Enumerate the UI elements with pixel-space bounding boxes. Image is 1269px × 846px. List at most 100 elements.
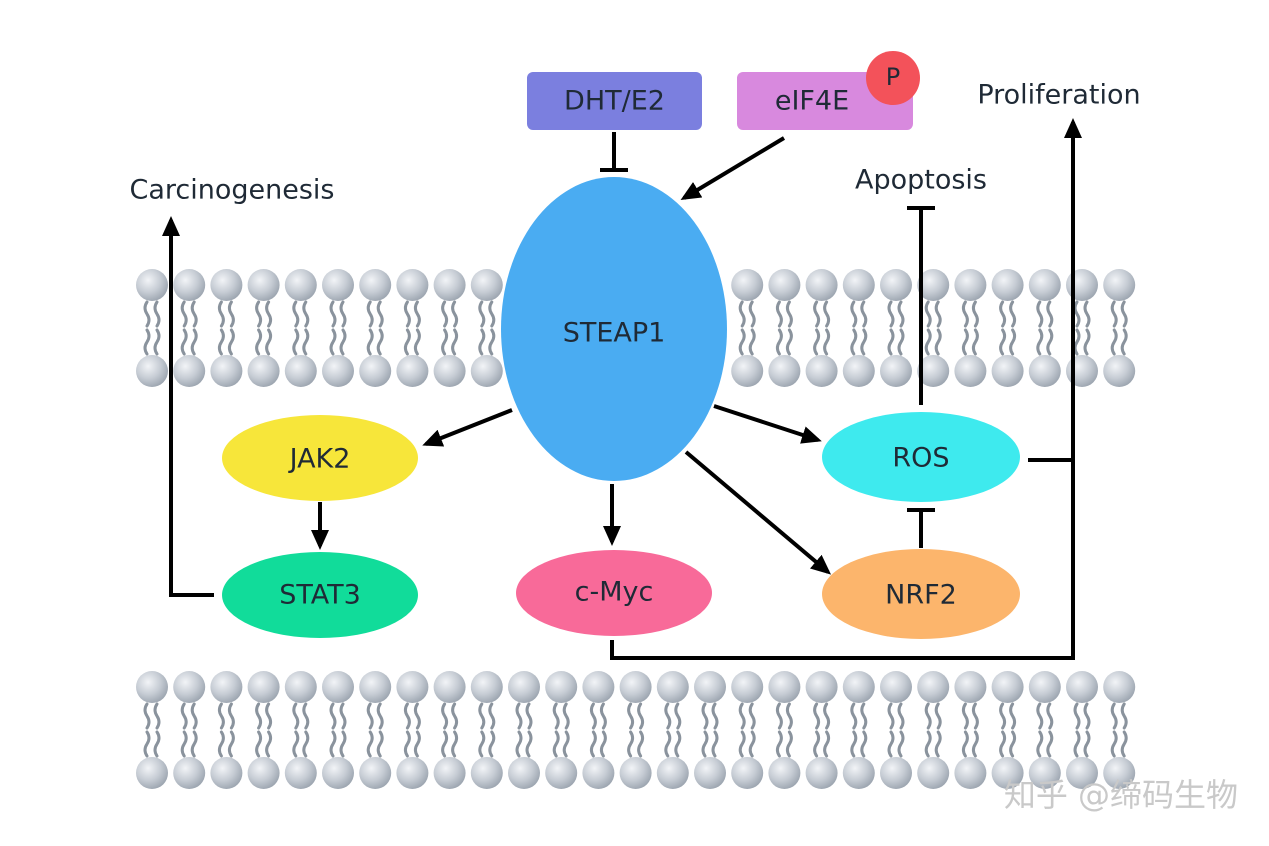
node-eif4e: eIF4E P: [737, 51, 920, 130]
lipid-tail: [451, 702, 459, 730]
lipid-tail: [413, 300, 421, 328]
upper-lipid-bilayer: [136, 269, 1136, 387]
lipid-tail: [255, 730, 263, 758]
lipid-tail: [1036, 730, 1044, 758]
lipid-head: [582, 671, 615, 703]
lipid-tail: [1083, 300, 1091, 328]
lipid-tail: [515, 730, 523, 758]
lipid-tail: [961, 300, 969, 328]
steap1-ellipse: [501, 177, 727, 481]
lipid-tail: [1110, 300, 1118, 328]
lipid-tail: [1009, 300, 1017, 328]
lipid-tail: [738, 328, 746, 356]
phosphorylation-label: P: [886, 63, 900, 91]
lipid-tail: [153, 328, 161, 356]
cmyc-ellipse: [516, 550, 712, 636]
lipid-head: [322, 757, 354, 789]
lipid-head: [991, 269, 1024, 301]
lipid-tail: [403, 702, 411, 730]
lipid-head: [433, 671, 466, 703]
lipid-tail: [180, 702, 188, 730]
node-stat3: STAT3: [222, 552, 418, 638]
lipid-tail: [413, 730, 421, 758]
lipid-tail: [255, 300, 263, 328]
lipid-tail: [153, 730, 161, 758]
lipid-head: [656, 671, 689, 703]
lipid-head: [917, 671, 950, 703]
jak2-ellipse: [222, 415, 418, 501]
cmyc-label: c-Myc: [575, 577, 654, 608]
lipid-tail: [924, 300, 932, 328]
lipid-tail: [292, 730, 300, 758]
lipid-tail: [1073, 702, 1081, 730]
lipid-tail: [1120, 702, 1128, 730]
lipid-tail: [813, 300, 821, 328]
lipid-tail: [180, 730, 188, 758]
lipid-head: [508, 757, 540, 789]
lipid-head: [694, 671, 726, 703]
lipid-tail: [823, 730, 831, 758]
lipid-head: [173, 671, 206, 703]
lipid-tail: [971, 300, 979, 328]
lipid-tail: [860, 328, 868, 356]
lipid-tail: [1073, 730, 1081, 758]
lipid-head: [433, 269, 466, 301]
lipid-head: [322, 269, 354, 301]
lipid-tail: [180, 300, 188, 328]
lipid-tail: [785, 702, 793, 730]
lipid-tail: [376, 702, 384, 730]
lipid-head: [954, 269, 987, 301]
lipid-tail: [775, 300, 783, 328]
edge-steap1-to-ros: [713, 404, 822, 444]
lipid-tail: [329, 328, 337, 356]
lipid-tail: [190, 300, 198, 328]
lipid-tail: [887, 730, 895, 758]
lipid-head: [1028, 671, 1061, 703]
lipid-tail: [478, 300, 486, 328]
lipid-tail: [589, 702, 597, 730]
lipid-tail: [265, 328, 273, 356]
node-dht-e2: DHT/E2: [527, 72, 702, 130]
lipid-tail: [850, 328, 858, 356]
lipid-head: [284, 355, 317, 387]
lipid-tail: [823, 328, 831, 356]
lipid-tail: [366, 702, 374, 730]
lipid-head: [173, 757, 206, 789]
lipid-tail: [599, 702, 607, 730]
lipid-head: [1028, 269, 1061, 301]
lipid-tail: [1110, 328, 1118, 356]
lipid-head: [210, 355, 243, 387]
lipid-head: [1103, 671, 1136, 703]
lipid-head: [768, 757, 801, 789]
lipid-head: [470, 355, 503, 387]
lipid-head: [768, 269, 801, 301]
lipid-tail: [227, 300, 235, 328]
lipid-tail: [637, 730, 645, 758]
lipid-tail: [366, 328, 374, 356]
lipid-tail: [924, 702, 932, 730]
lipid-head: [322, 355, 354, 387]
lipid-tail: [934, 702, 942, 730]
lipid-tail: [413, 328, 421, 356]
lipid-tail: [403, 730, 411, 758]
dht-e2-box: [527, 72, 702, 130]
lipid-head: [1066, 671, 1098, 703]
lipid-tail: [887, 702, 895, 730]
lipid-head: [359, 671, 392, 703]
lipid-tail: [850, 730, 858, 758]
lipid-head: [359, 355, 392, 387]
lipid-head: [805, 355, 838, 387]
lipid-tail: [999, 300, 1007, 328]
pathway-edges: [162, 118, 1082, 660]
nrf2-ellipse: [822, 549, 1020, 639]
lipid-tail: [143, 328, 151, 356]
lipid-head: [210, 757, 243, 789]
lipid-tail: [897, 300, 905, 328]
lipid-tail: [217, 328, 225, 356]
lipid-head: [396, 757, 429, 789]
lipid-tail: [961, 702, 969, 730]
lipid-tail: [1110, 702, 1118, 730]
lipid-tail: [785, 300, 793, 328]
lipid-tail: [887, 328, 895, 356]
